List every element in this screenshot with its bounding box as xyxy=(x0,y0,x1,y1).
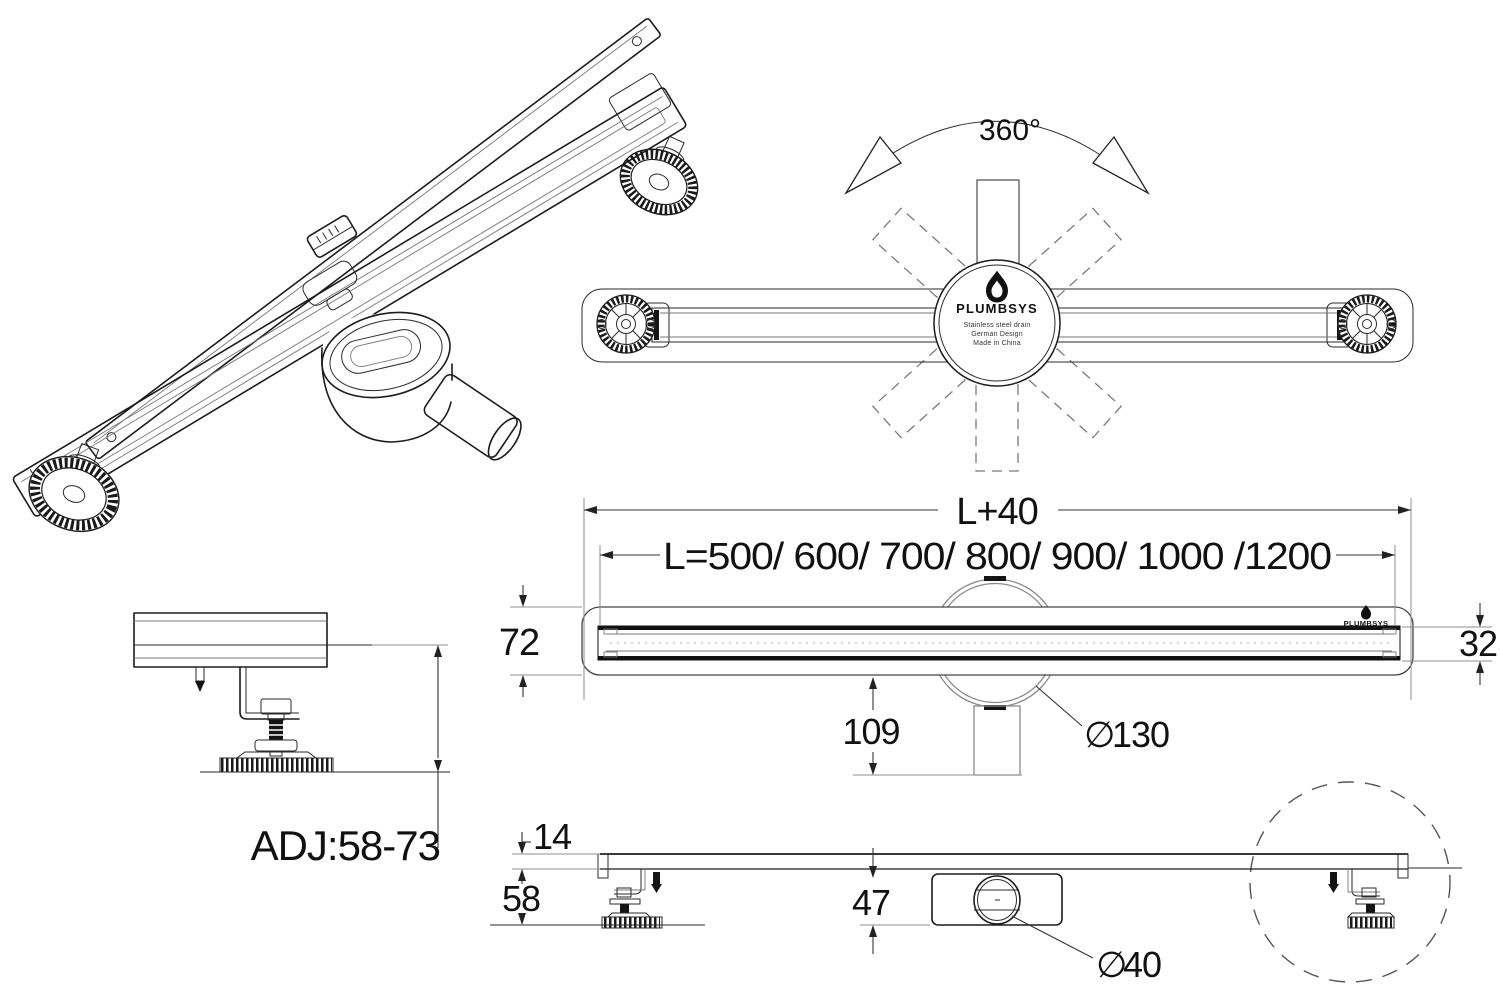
adjustable-foot-front-iso xyxy=(28,442,120,533)
rotation-arrow-left-icon xyxy=(844,135,902,195)
isometric-exploded-view xyxy=(12,18,699,533)
outlet-pipe-down xyxy=(973,705,1021,776)
dim-grate-width: 32 xyxy=(1402,603,1498,685)
trap-oval-slot xyxy=(341,329,422,374)
dim-grate-thickness: 14 xyxy=(518,816,572,881)
tile-insert-clip-iso xyxy=(306,214,358,258)
rotation-angle-label: 360° xyxy=(979,114,1041,147)
channel-outlet-stub-iso xyxy=(302,260,358,311)
brand-tagline-3: Made in China xyxy=(973,340,1021,347)
dim-adjustment-range-label: ADJ:58-73 xyxy=(251,822,440,869)
dim-flange-width: 72 xyxy=(499,585,582,697)
dim-adjustment-range: ADJ:58-73 xyxy=(251,644,448,869)
dim-grate-width-label: 32 xyxy=(1459,623,1497,664)
outlet-diameter-symbol: ∅ xyxy=(1096,944,1126,984)
foot-assembly-right-elevation xyxy=(1328,869,1396,929)
dim-trap-body-height-label: 47 xyxy=(852,882,890,923)
channel-body-strip-iso xyxy=(12,73,687,517)
foot-plan-right xyxy=(1337,294,1397,354)
trap-body-elevation xyxy=(931,873,1063,926)
dim-install-depth: 58 xyxy=(502,878,541,925)
dim-grate-thickness-label: 14 xyxy=(533,816,571,857)
rotation-arrow-right-icon xyxy=(1092,135,1150,195)
dim-trap-diameter-label: 130 xyxy=(1112,714,1169,755)
adjustable-foot-rear-iso xyxy=(619,135,699,216)
foot-adjustment-detail-view: ADJ:58-73 xyxy=(133,612,450,869)
rotation-top-view: 360° xyxy=(581,114,1414,472)
strip-brand-label: PLUMBSYS xyxy=(1344,619,1389,628)
dim-flange-width-label: 72 xyxy=(499,622,539,664)
dashed-pipe-positions xyxy=(872,207,1122,472)
central-drain-body: PLUMBSYS Stainless steel drain German De… xyxy=(933,259,1061,387)
grate-strip-dim-view: PLUMBSYS xyxy=(597,605,1401,661)
dim-length-options-label: L=500/ 600/ 700/ 800/ 900/ 1000 /1200 xyxy=(663,536,1331,578)
dim-outlet-offset-label: 109 xyxy=(842,711,899,752)
brand-logo: PLUMBSYS Stainless steel drain German De… xyxy=(956,270,1038,347)
side-elevation-view: 14 58 47 ∅ 40 xyxy=(490,781,1462,984)
trap-diameter-symbol: ∅ xyxy=(1084,714,1114,755)
dim-length-options: L=500/ 600/ 700/ 800/ 900/ 1000 /1200 xyxy=(599,536,1396,626)
dim-outlet-diameter-label: 40 xyxy=(1123,944,1161,984)
dim-trap-body-height: 47 xyxy=(852,848,930,954)
brand-tagline-2: German Design xyxy=(971,331,1023,338)
detail-callout-circle xyxy=(1249,781,1451,983)
trap-outlet-pipe xyxy=(423,373,522,461)
dim-outlet-offset: 109 xyxy=(842,677,1022,776)
strip-brand-logo: PLUMBSYS xyxy=(1344,605,1389,628)
dimensioned-top-view: PLUMBSYS L+40 L=500/ 600/ 700/ 800/ 900/… xyxy=(499,491,1498,776)
dim-overall-length: L+40 xyxy=(583,491,1412,700)
brand-name-label: PLUMBSYS xyxy=(956,301,1038,316)
strip-flame-icon xyxy=(1361,605,1371,620)
brand-flame-icon xyxy=(986,270,1008,303)
dim-trap-diameter: ∅ 130 xyxy=(1035,685,1170,755)
dim-overall-length-label: L+40 xyxy=(956,491,1038,533)
dim-install-depth-label: 58 xyxy=(502,878,540,919)
foot-assembly-left-elevation xyxy=(490,869,705,929)
drain-trap-iso xyxy=(321,311,522,461)
foot-plan-left xyxy=(596,294,656,354)
dim-outlet-diameter: ∅ 40 xyxy=(1011,915,1162,984)
brand-tagline-1: Stainless steel drain xyxy=(964,322,1031,329)
